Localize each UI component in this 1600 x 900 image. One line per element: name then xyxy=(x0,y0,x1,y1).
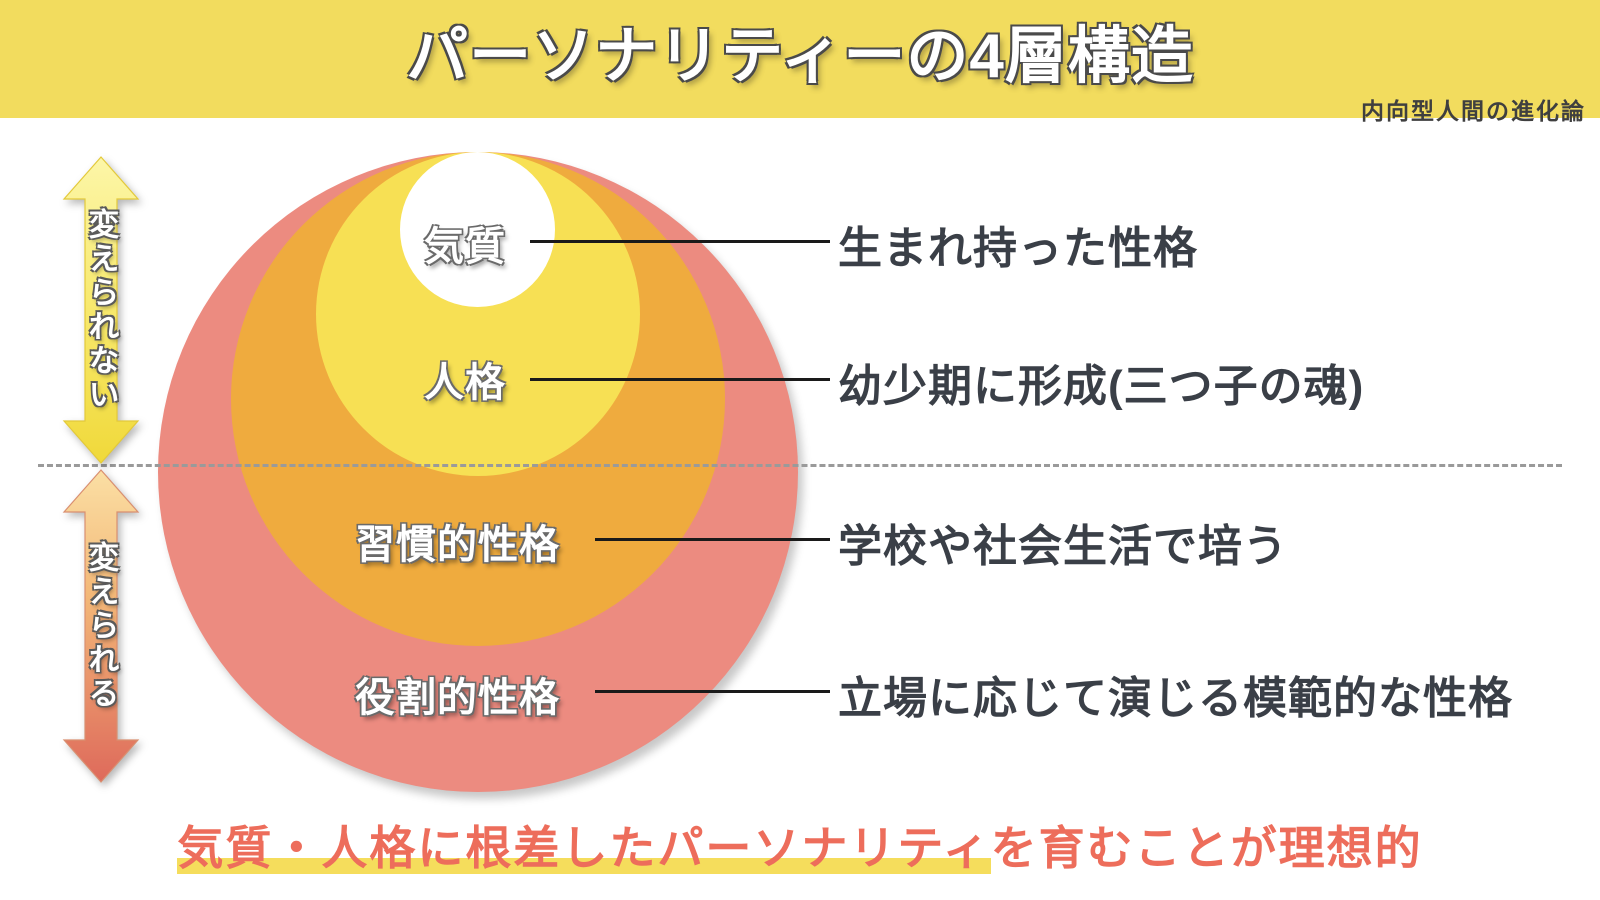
layer-label-habit: 習慣的性格 xyxy=(355,523,560,567)
arrow-changeable: 変えられる xyxy=(62,468,140,784)
page-title: パーソナリティーの4層構造 xyxy=(406,22,1194,91)
footer-caption: 気質・人格に根差したパーソナリティを育むことが理想的 xyxy=(0,812,1600,878)
changeability-divider xyxy=(38,464,1562,467)
layer-label-temperament: 気質 xyxy=(424,225,506,269)
description-role: 立場に応じて演じる模範的な性格 xyxy=(838,674,1513,723)
double-arrow-icon-unchangeable xyxy=(62,156,140,464)
description-temperament: 生まれ持った性格 xyxy=(838,224,1198,273)
double-arrow-icon-changeable xyxy=(62,469,140,783)
description-habit: 学校や社会生活で培う xyxy=(838,522,1288,571)
brand-logo: 内向型人間の進化論 xyxy=(1361,98,1586,125)
circle-layer-temperament[interactable] xyxy=(400,152,555,307)
connector-line-role xyxy=(595,690,830,693)
arrow-unchangeable: 変えられない xyxy=(62,155,140,465)
connector-line-temperament xyxy=(530,240,830,243)
layer-label-personality: 人格 xyxy=(424,361,506,405)
connector-line-personality xyxy=(530,378,830,381)
header-band xyxy=(0,0,1600,118)
description-personality: 幼少期に形成(三つ子の魂) xyxy=(838,362,1365,411)
footer-caption-highlighted: 気質・人格に根差したパーソナリティ xyxy=(177,822,991,874)
connector-line-habit xyxy=(595,538,830,541)
footer-caption-rest: を育むことが理想的 xyxy=(990,822,1423,874)
layer-label-role: 役割的性格 xyxy=(355,676,560,720)
